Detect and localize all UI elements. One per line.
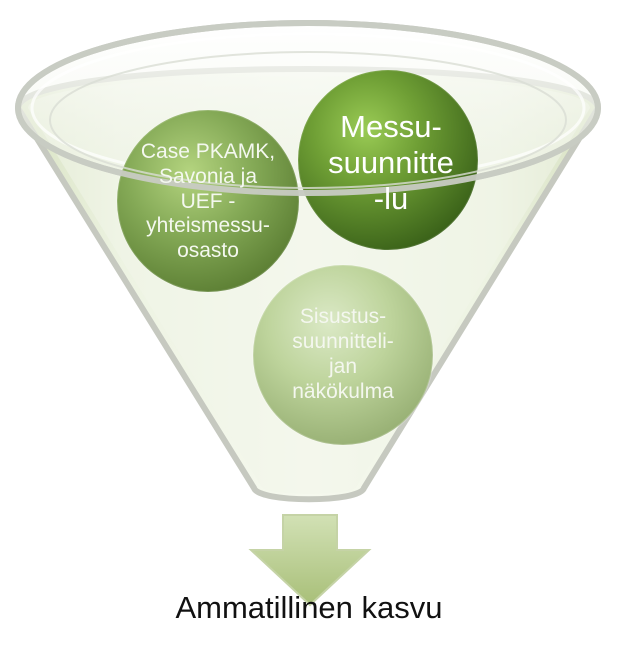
funnel-rim-overlay [15, 20, 601, 196]
circle-label-case: Case PKAMK, Savonia ja UEF - yhteismessu… [126, 130, 290, 274]
circle-sisustus [252, 264, 434, 446]
circle-label-case-line-5: osasto [177, 239, 239, 263]
circle-label-messu-line-1: Messu- [340, 109, 442, 145]
circle-label-case-line-1: Case PKAMK, [140, 140, 276, 164]
circle-label-sisustus-line-3: jan [328, 355, 358, 378]
circle-label-sisustus-line-2: suunnitteli- [292, 330, 394, 354]
circle-label-messu-line-2: suunnitte [328, 145, 454, 181]
circle-label-sisustus-line-1: Sisustus- [299, 305, 387, 329]
circle-label-case-line-3: UEF - [180, 189, 236, 213]
circle-label-messu-line-3: -lu [373, 180, 409, 216]
circle-label-sisustus-line-4: näkökulma [292, 379, 394, 403]
outcome-label: Ammatillinen kasvu [175, 590, 443, 625]
circle-label-messu: Messu- suunnitte -lu [306, 104, 476, 222]
circle-case [116, 109, 300, 293]
circle-label-case-line-2: Savonia ja [158, 164, 258, 188]
circle-label-case-line-4: yhteismessu- [146, 214, 270, 238]
circle-label-sisustus: Sisustus- suunnitteli- jan näkökulma [258, 290, 428, 420]
down-arrow [248, 514, 372, 607]
circle-messu [297, 69, 479, 251]
